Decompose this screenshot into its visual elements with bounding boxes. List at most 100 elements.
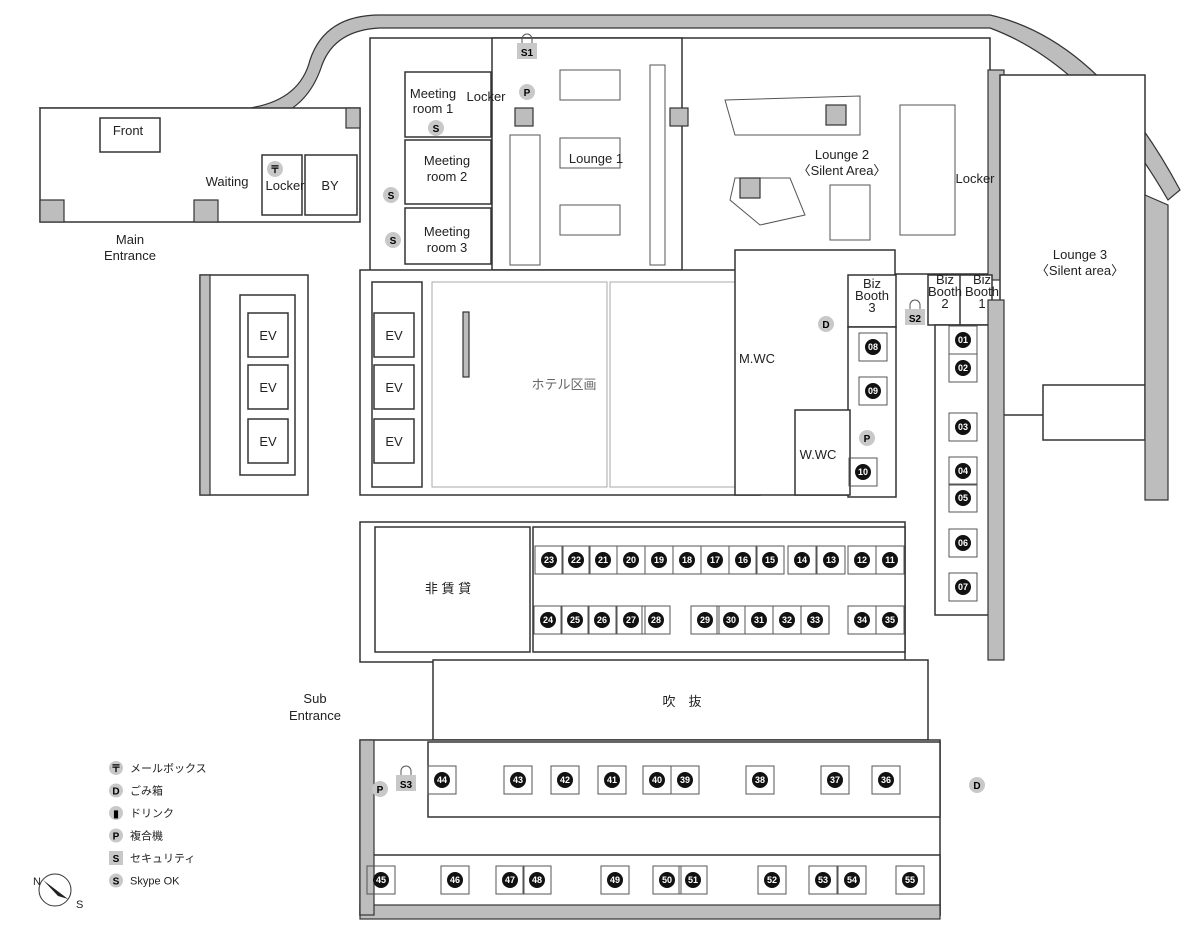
- lounge-3-label: Lounge 3: [1053, 247, 1107, 262]
- compass-north: N: [33, 876, 41, 888]
- desk-24-number: 24: [543, 615, 553, 625]
- desk-15-number: 15: [765, 555, 775, 565]
- skype-label: S: [390, 236, 397, 247]
- desk-19-number: 19: [654, 555, 664, 565]
- printer-label: P: [864, 434, 871, 445]
- elevator-label: EV: [385, 328, 403, 343]
- desk-03-marker: [955, 419, 971, 435]
- desk-21-marker: [595, 552, 611, 568]
- biz-booth-1-number: 1: [978, 296, 985, 311]
- desk-38-number: 38: [755, 775, 765, 785]
- desk-28-marker: [648, 612, 664, 628]
- biz-booth-3-label-2: Booth: [855, 288, 889, 303]
- printer-label: P: [524, 88, 531, 99]
- desk-43-number: 43: [513, 775, 523, 785]
- biz-booth-1-label: Biz: [973, 272, 991, 287]
- biz-booth-3: [847, 274, 897, 328]
- elevator-label: EV: [259, 328, 277, 343]
- mailbox-icon: [267, 161, 283, 177]
- desk-18-marker: [679, 552, 695, 568]
- desk-54-number: 54: [847, 875, 857, 885]
- desk-20-marker: [623, 552, 639, 568]
- desk-30-number: 30: [726, 615, 736, 625]
- drink-legend-icon: [109, 806, 123, 820]
- main-entrance-label: Main: [116, 232, 144, 247]
- printer-icon: [372, 781, 388, 797]
- meeting-room-1: [404, 71, 492, 138]
- skype-icon: [428, 120, 444, 136]
- desk-35-marker: [882, 612, 898, 628]
- desk-13-number: 13: [826, 555, 836, 565]
- trash-icon: [969, 777, 985, 793]
- biz-booth-2-label: Biz: [936, 272, 954, 287]
- hotel-area-label: ホテル区画: [531, 377, 596, 392]
- legend-icon-glyph: S: [113, 877, 120, 888]
- legend-icon-glyph: S: [113, 854, 120, 865]
- desk-09-number: 09: [868, 386, 878, 396]
- non-rental-area: [374, 526, 531, 653]
- meeting-room-2: [404, 139, 492, 205]
- printer-icon: [859, 430, 875, 446]
- desk-16-number: 16: [738, 555, 748, 565]
- desk-40-marker: [649, 772, 665, 788]
- desk-51-marker: [685, 872, 701, 888]
- desk-37-number: 37: [830, 775, 840, 785]
- desk-53-marker: [815, 872, 831, 888]
- desk-05-number: 05: [958, 493, 968, 503]
- desk-06-number: 06: [958, 538, 968, 548]
- desk-26-marker: [594, 612, 610, 628]
- biz-booth-1-label-2: Booth: [965, 284, 999, 299]
- mailbox-legend-icon: [109, 761, 123, 775]
- security-s3-icon: [396, 775, 416, 791]
- desk-33-marker: [807, 612, 823, 628]
- desk-15-marker: [762, 552, 778, 568]
- compass-south: S: [76, 899, 83, 911]
- desk-31-number: 31: [754, 615, 764, 625]
- skype-label: S: [388, 191, 395, 202]
- legend-label: メールボックス: [130, 762, 207, 775]
- desk-13-marker: [823, 552, 839, 568]
- desk-32-marker: [779, 612, 795, 628]
- meeting-room-1-label-2: room 1: [413, 101, 453, 116]
- desk-42-number: 42: [560, 775, 570, 785]
- meeting-room-1-label: Meeting: [410, 86, 456, 101]
- legend-icon-glyph: D: [112, 787, 119, 798]
- trash-legend-icon: [109, 783, 123, 798]
- lounge-1-label: Lounge 1: [569, 151, 623, 166]
- trash-label: D: [973, 781, 980, 792]
- desk-32-number: 32: [782, 615, 792, 625]
- desk-53-number: 53: [818, 875, 828, 885]
- skype-icon: [385, 232, 401, 248]
- skype-legend-icon: [109, 873, 123, 888]
- desk-55-marker: [902, 872, 918, 888]
- desk-02-number: 02: [958, 363, 968, 373]
- desk-45-marker: [373, 872, 389, 888]
- lounge-3-room: [999, 74, 1146, 416]
- desk-25-marker: [567, 612, 583, 628]
- desk-36-number: 36: [881, 775, 891, 785]
- desk-26-number: 26: [597, 615, 607, 625]
- elevator: [373, 312, 415, 358]
- core: [359, 269, 761, 496]
- desk-52-number: 52: [767, 875, 777, 885]
- security-s1-icon: [517, 43, 537, 59]
- sub-entrance-label: Sub: [303, 691, 326, 706]
- desk-01-marker: [955, 332, 971, 348]
- desk-34-marker: [854, 612, 870, 628]
- desk-11-number: 11: [885, 555, 895, 565]
- biz-booth-3-number: 3: [868, 300, 875, 315]
- desk-55-number: 55: [905, 875, 915, 885]
- desk-37-marker: [827, 772, 843, 788]
- elevator-label: EV: [259, 380, 277, 395]
- desk-08-marker: [865, 339, 881, 355]
- desk-40-number: 40: [652, 775, 662, 785]
- legend-label: セキュリティ: [130, 852, 195, 865]
- desk-48-marker: [529, 872, 545, 888]
- desk-21-number: 21: [598, 555, 608, 565]
- desk-18-number: 18: [682, 555, 692, 565]
- lounge-3-sublabel: 〈Silent area〉: [1036, 263, 1124, 278]
- desk-22-marker: [568, 552, 584, 568]
- printer-label: P: [377, 785, 384, 796]
- desk-44-number: 44: [437, 775, 447, 785]
- security-legend-icon: [109, 851, 123, 865]
